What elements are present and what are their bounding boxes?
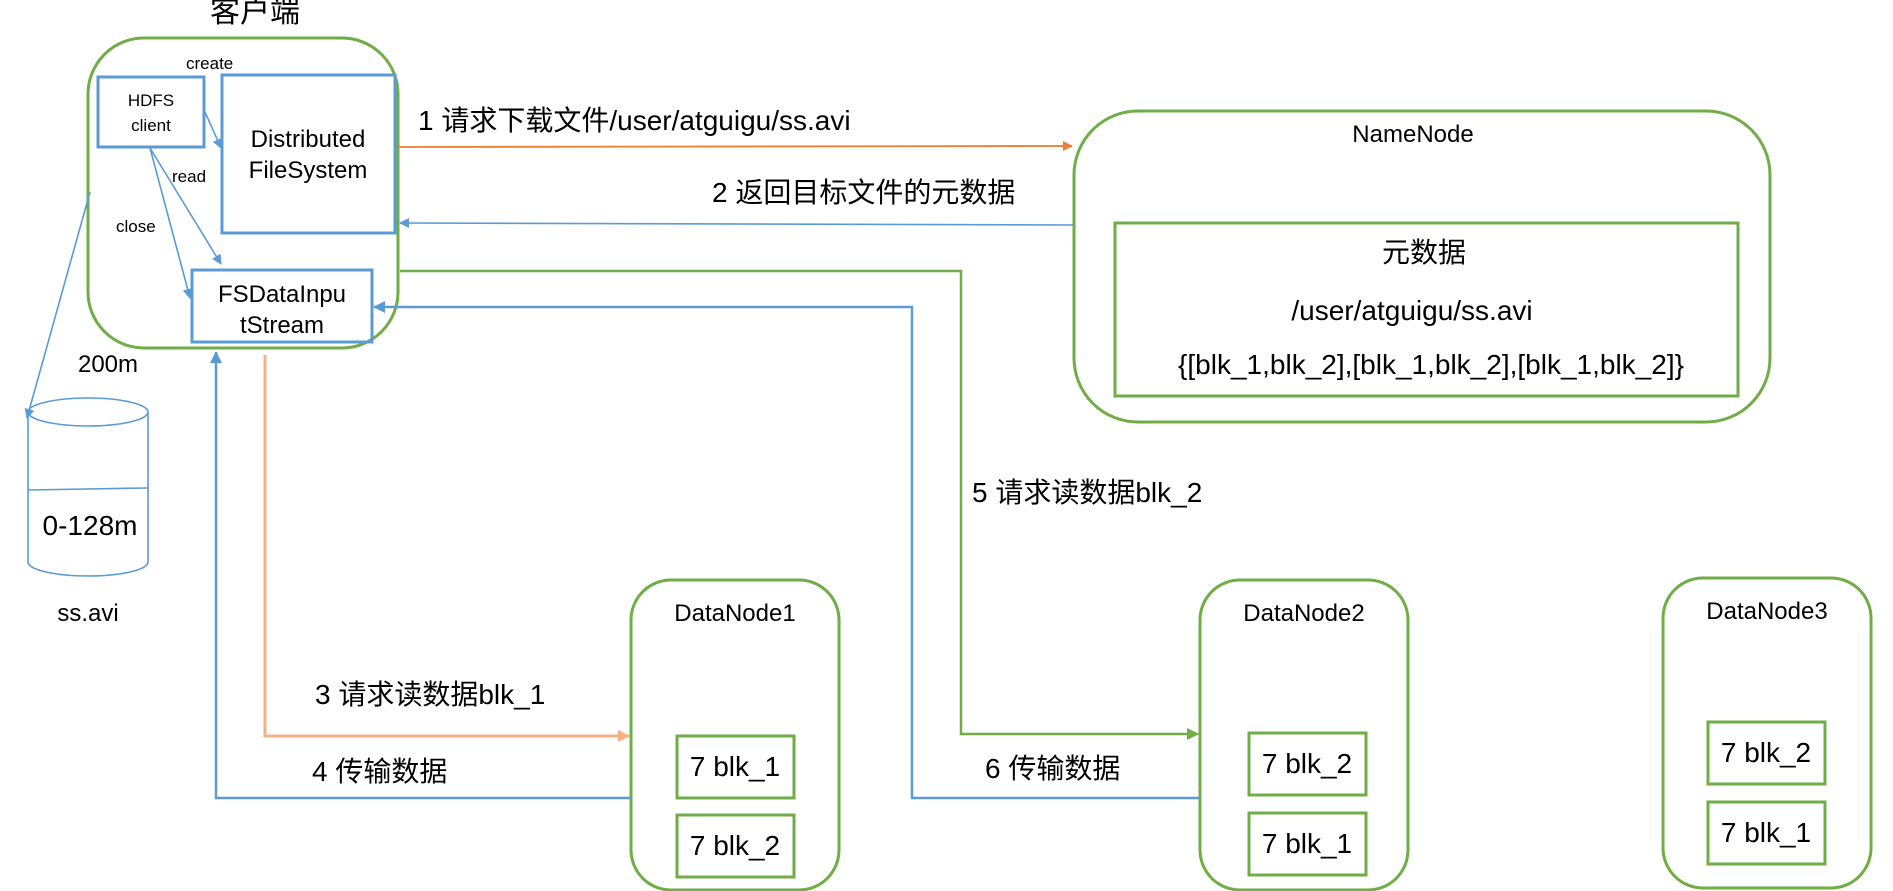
metadata-title: 元数据: [1382, 237, 1466, 268]
datanode2-box: [1198, 578, 1410, 891]
client-box: [86, 36, 400, 350]
datanode1-block2-box: [675, 813, 796, 879]
namenode-group: NameNode 元数据 /user/atguigu/ss.avi {[blk_…: [1072, 109, 1772, 424]
step4-label: 4 传输数据: [312, 756, 447, 787]
fsdatainputstream-box: [190, 268, 374, 344]
distributed-filesystem-box: [220, 73, 397, 235]
datanode3-group: DataNode3 7 blk_2 7 blk_1: [1661, 576, 1873, 890]
datanode1-block1-box: [675, 734, 796, 800]
read-label: read: [172, 167, 206, 186]
datanode1-block2: 7 blk_2: [690, 830, 780, 861]
file-range-label: 0-128m: [43, 510, 138, 541]
datanode2-block1: 7 blk_2: [1262, 748, 1352, 779]
datanode3-block2-box: [1706, 800, 1827, 866]
fsdatainputstream-line2: tStream: [240, 312, 324, 339]
datanode2-block2-box: [1247, 811, 1368, 877]
distributed-filesystem-line1: Distributed: [251, 126, 366, 153]
metadata-box: [1113, 221, 1740, 398]
client-to-file-line: [24, 191, 91, 419]
datanode3-block2: 7 blk_1: [1721, 817, 1811, 848]
step3-label: 3 请求读数据blk_1: [315, 679, 545, 710]
datanode1-block1: 7 blk_1: [690, 751, 780, 782]
datanode3-box: [1661, 576, 1873, 890]
step5-arrow: [400, 269, 1199, 740]
file-size-label: 200m: [78, 351, 138, 378]
read-arrow: [149, 147, 222, 265]
step6-label: 6 传输数据: [985, 753, 1120, 784]
datanode2-title: DataNode2: [1243, 600, 1364, 627]
datanode2-block1-box: [1247, 731, 1368, 797]
metadata-path: /user/atguigu/ss.avi: [1291, 295, 1532, 326]
distributed-filesystem-line2: FileSystem: [249, 157, 368, 184]
close-arrow: [149, 147, 193, 299]
datanode1-box: [629, 578, 841, 891]
create-label: create: [186, 54, 233, 73]
step6-arrow: [373, 301, 1200, 800]
step2-label: 2 返回目标文件的元数据: [712, 177, 1015, 208]
datanode1-group: DataNode1 7 blk_1 7 blk_2: [629, 578, 841, 891]
hdfs-client-label-line2: client: [131, 116, 171, 135]
datanode3-block1-box: [1706, 720, 1827, 786]
local-file-group: 200m 0-128m ss.avi: [24, 191, 149, 627]
datanode3-block1: 7 blk_2: [1721, 737, 1811, 768]
file-name-label: ss.avi: [57, 600, 118, 627]
step1-arrow: [397, 141, 1073, 152]
step4-arrow: [210, 351, 631, 800]
step5-label: 5 请求读数据blk_2: [972, 477, 1202, 508]
datanode2-group: DataNode2 7 blk_2 7 blk_1: [1198, 578, 1410, 891]
datanode1-title: DataNode1: [674, 600, 795, 627]
namenode-box: [1072, 109, 1772, 424]
step3-arrow: [263, 355, 630, 742]
hdfs-client-box: [96, 75, 206, 149]
datanode2-block2: 7 blk_1: [1262, 828, 1352, 859]
datanode3-title: DataNode3: [1706, 598, 1827, 625]
step2-arrow: [399, 218, 1075, 229]
hdfs-client-label-line1: HDFS: [128, 91, 174, 110]
file-cylinder-top: [27, 397, 149, 427]
step1-label: 1 请求下载文件/user/atguigu/ss.avi: [418, 105, 851, 136]
file-cylinder-body: [27, 412, 149, 577]
namenode-title: NameNode: [1352, 121, 1473, 148]
fsdatainputstream-line1: FSDataInpu: [218, 281, 346, 308]
file-cylinder-divider: [27, 487, 149, 491]
client-title: 客户端: [210, 0, 300, 29]
close-label: close: [116, 217, 156, 236]
metadata-blocks: {[blk_1,blk_2],[blk_1,blk_2],[blk_1,blk_…: [1178, 349, 1684, 380]
create-arrow: [204, 111, 222, 149]
client-group: 客户端 HDFS client Distributed FileSystem F…: [86, 0, 400, 350]
